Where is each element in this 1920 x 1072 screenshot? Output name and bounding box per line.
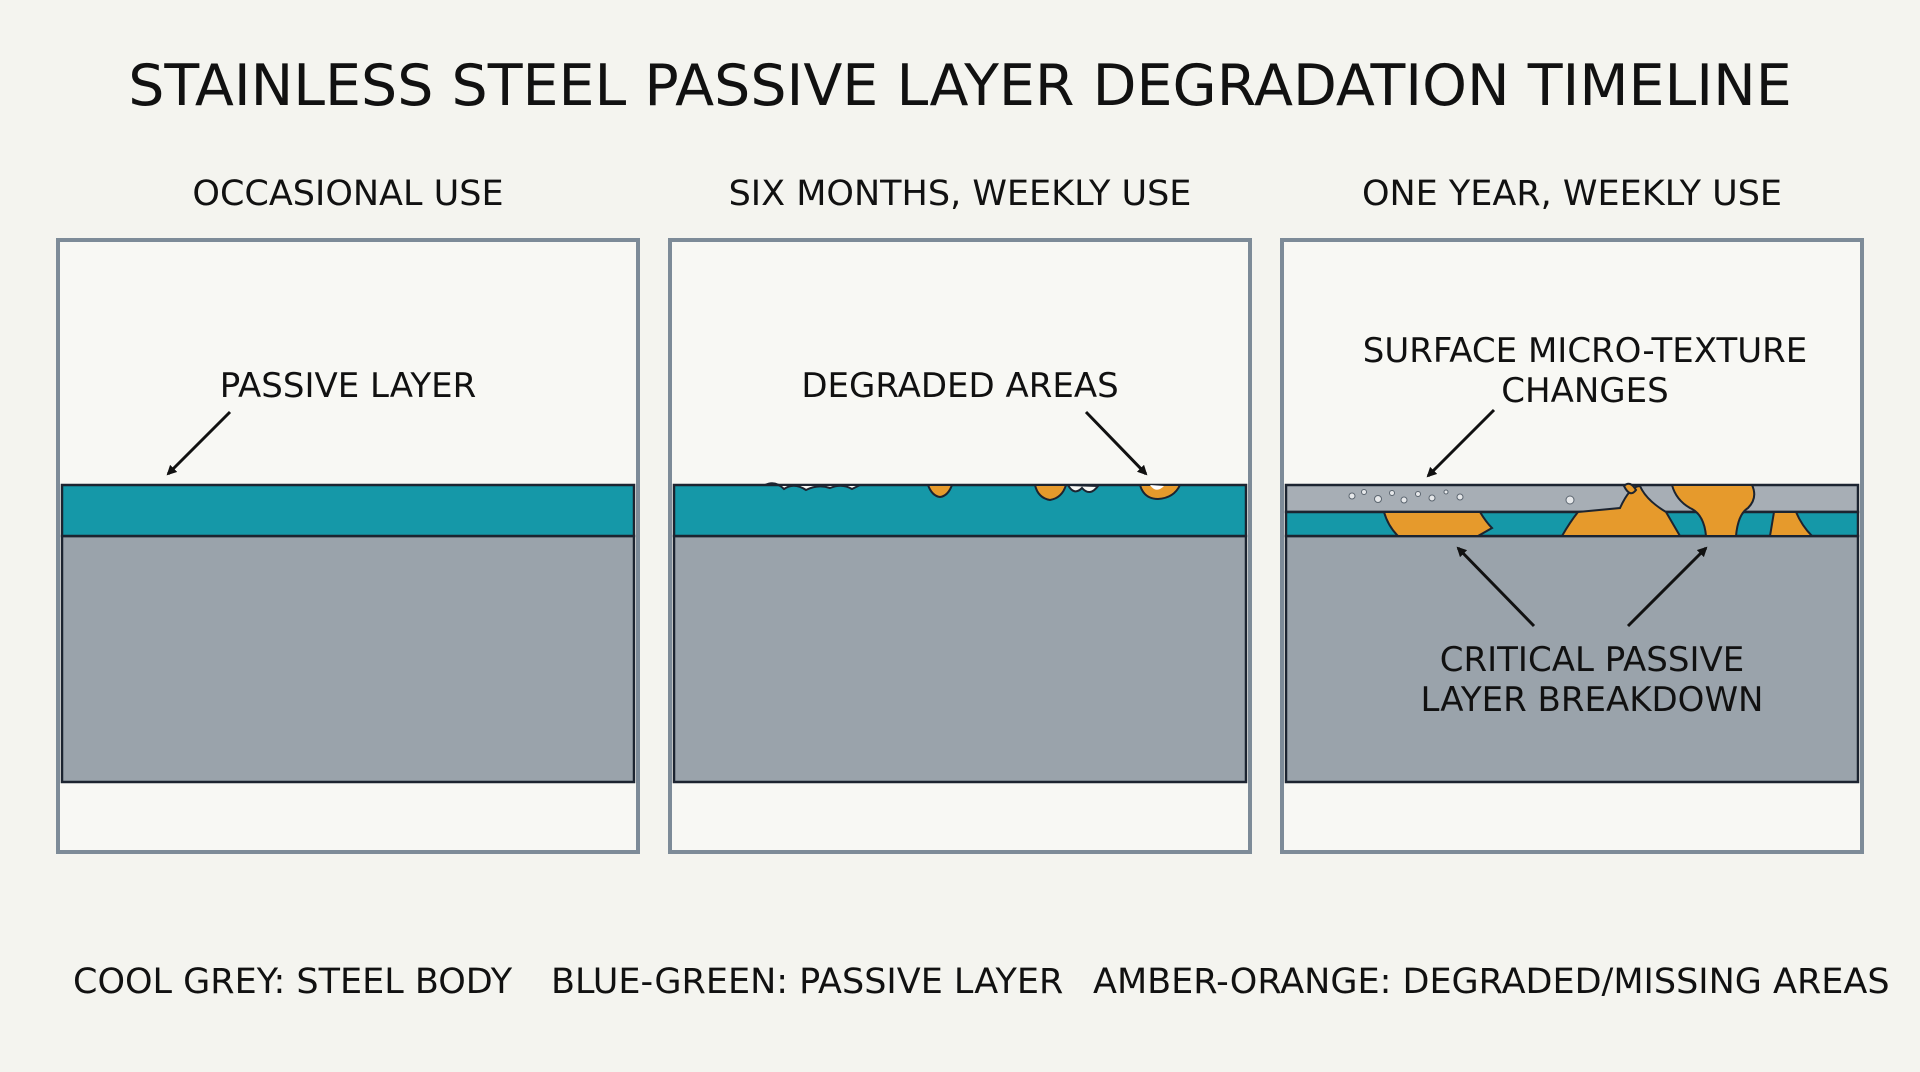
legend-steel-body: COOL GREY: STEEL BODY [73, 962, 513, 1002]
diagram-title: STAINLESS STEEL PASSIVE LAYER DEGRADATIO… [128, 53, 1792, 119]
panel-occasional-use: PASSIVE LAYER [56, 238, 640, 854]
panel-3-breakdown-area-4 [1622, 482, 1638, 495]
panel-3-steel-body [1284, 534, 1860, 784]
breakdown-label-line-2: LAYER BREAKDOWN [1420, 680, 1763, 720]
panel-2-title: SIX MONTHS, WEEKLY USE [729, 174, 1192, 214]
legend-degraded-areas: AMBER-ORANGE: DEGRADED/MISSING AREAS [1093, 962, 1890, 1002]
panel-one-year: SURFACE MICRO-TEXTURE CHANGES CRITICAL P… [1280, 238, 1864, 854]
panel-2-steel-body [672, 534, 1248, 784]
panel-2-pit-1 [764, 482, 861, 492]
panel-3-breakdown-area-1 [1382, 511, 1494, 537]
panel-2-degraded-spot-2 [1033, 484, 1068, 502]
breakdown-arrow-left [1456, 546, 1536, 628]
panel-six-months: DEGRADED AREAS [668, 238, 1252, 854]
micro-texture-arrow [1426, 408, 1496, 478]
panel-3-breakdown-area-3 [1670, 484, 1756, 537]
panel-1-passive-layer [60, 483, 636, 538]
breakdown-arrow-right [1626, 546, 1708, 628]
panel-2-degraded-spot-1 [926, 484, 954, 499]
panel-2-degraded-spot-3 [1138, 484, 1182, 501]
breakdown-label-line-1: CRITICAL PASSIVE [1440, 640, 1744, 680]
micro-texture-label-line-2: CHANGES [1501, 371, 1668, 411]
panel-1-title: OCCASIONAL USE [192, 174, 503, 214]
micro-texture-label-line-1: SURFACE MICRO-TEXTURE [1363, 331, 1808, 371]
passive-layer-arrow [166, 410, 232, 476]
panel-3-breakdown-area-5 [1768, 511, 1815, 537]
legend-passive-layer: BLUE-GREEN: PASSIVE LAYER [551, 962, 1063, 1002]
panel-1-steel-body [60, 534, 636, 784]
panel-2-highlight-spot [1150, 485, 1164, 490]
panel-3-title: ONE YEAR, WEEKLY USE [1362, 174, 1782, 214]
passive-layer-label: PASSIVE LAYER [220, 366, 477, 406]
panel-2-pit-2 [1066, 483, 1100, 493]
degraded-areas-arrow [1084, 410, 1148, 476]
degraded-areas-label: DEGRADED AREAS [801, 366, 1118, 406]
